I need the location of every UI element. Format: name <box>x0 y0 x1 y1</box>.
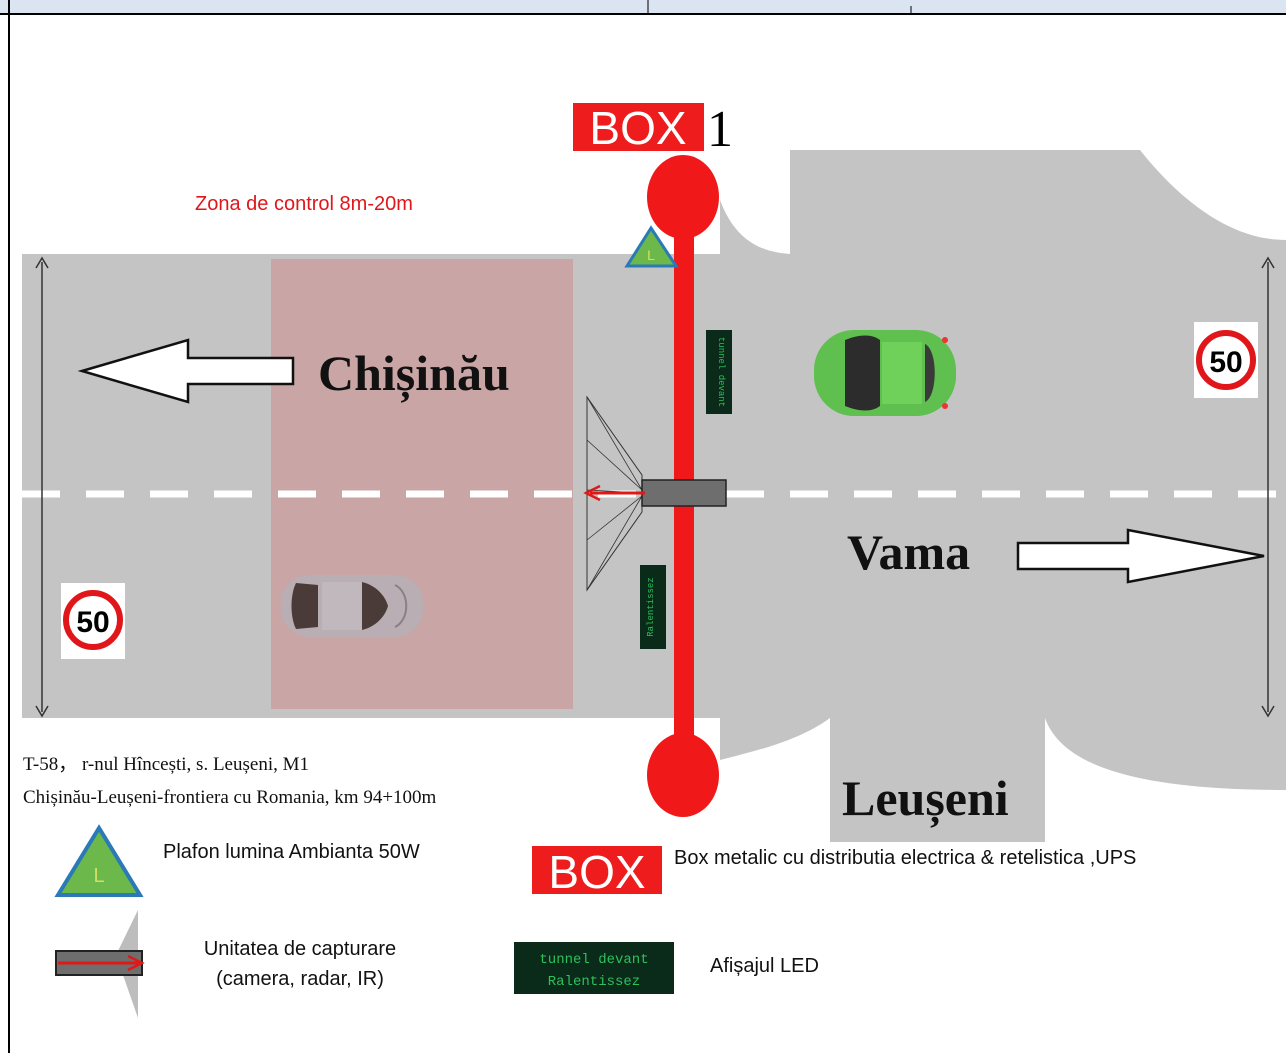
speed-limit-value: 50 <box>1209 346 1242 379</box>
car-green <box>814 330 956 416</box>
box-number: 1 <box>707 101 733 158</box>
speed-limit-value: 50 <box>76 606 109 639</box>
legend-box-text: Box metalic cu distributia electrica & r… <box>674 847 1136 869</box>
road-width-marker-right <box>1261 256 1275 718</box>
legend-box-icon: BOX <box>532 846 662 898</box>
svg-text:BOX: BOX <box>548 846 645 898</box>
address-line-1: T-58， r-nul Hîncești, s. Leușeni, M1 <box>23 754 309 775</box>
capture-unit <box>583 395 727 592</box>
light-icon: L <box>624 225 679 268</box>
arrow-left <box>77 338 295 404</box>
legend-light-icon: L <box>54 824 144 897</box>
svg-text:tunnel devant: tunnel devant <box>539 952 648 968</box>
location-label: Leușeni <box>842 770 1009 829</box>
box-1-label: BOX 1 <box>573 101 733 158</box>
road <box>22 150 1286 842</box>
legend-capture-text-2: (camera, radar, IR) <box>216 968 384 990</box>
address-line-2: Chișinău-Leușeni-frontiera cu Romania, k… <box>23 787 437 808</box>
box-label-text: BOX <box>589 102 686 154</box>
svg-text:Ralentissez: Ralentissez <box>548 974 640 990</box>
svg-text:Ralentissez: Ralentissez <box>646 577 656 636</box>
led-display-upper: tunnel devant <box>706 330 732 414</box>
direction-right-label: Vama <box>847 524 970 580</box>
speed-limit-sign-right: 50 <box>1194 322 1258 398</box>
direction-left-label: Chișinău <box>318 345 510 404</box>
gantry-pole <box>647 155 719 817</box>
control-zone <box>271 259 573 709</box>
led-display-lower: Ralentissez <box>640 565 666 649</box>
svg-text:tunnel devant: tunnel devant <box>716 337 726 407</box>
road-width-marker-left <box>35 256 49 718</box>
speed-limit-sign-left: 50 <box>61 583 125 659</box>
legend-light-text: Plafon lumina Ambianta 50W <box>163 841 420 863</box>
legend-capture-text-1: Unitatea de capturare <box>204 938 396 960</box>
legend-led-text: Afișajul LED <box>710 955 819 977</box>
legend-capture-icon <box>55 910 145 1018</box>
legend-led-icon: tunnel devant Ralentissez <box>514 942 674 994</box>
car-grey <box>281 575 423 637</box>
svg-text:L: L <box>93 865 104 887</box>
light-symbol: L <box>647 247 655 263</box>
zone-label: Zona de control 8m-20m <box>195 193 413 215</box>
arrow-right <box>1016 528 1265 584</box>
